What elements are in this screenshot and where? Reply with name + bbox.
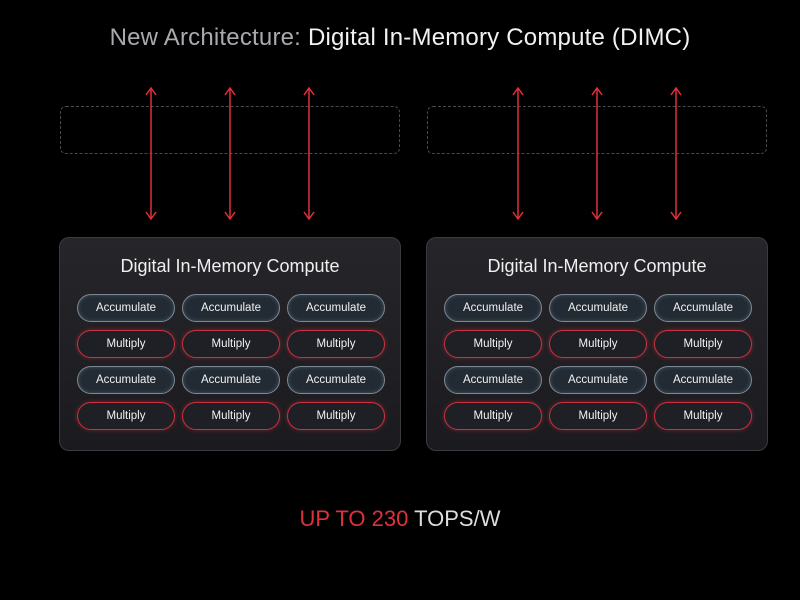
accumulate-cell: Accumulate (77, 366, 175, 394)
multiply-cell: Multiply (77, 330, 175, 358)
multiply-cell: Multiply (549, 330, 647, 358)
performance-label: UP TO 230 TOPS/W (0, 506, 800, 532)
unit-title: Digital In-Memory Compute (487, 256, 707, 276)
accumulate-cell: Accumulate (182, 366, 280, 394)
multiply-cell: Multiply (444, 402, 542, 430)
multiply-cell: Multiply (77, 402, 175, 430)
title-prefix: New Architecture: (109, 24, 302, 51)
multiply-cell: Multiply (549, 402, 647, 430)
performance-unit: TOPS/W (414, 506, 501, 531)
accumulate-cell: Accumulate (654, 294, 752, 322)
accumulate-cell: Accumulate (654, 366, 752, 394)
accumulate-cell: Accumulate (444, 366, 542, 394)
accumulate-cell: Accumulate (77, 294, 175, 322)
performance-highlight: UP TO 230 (299, 506, 409, 531)
accumulate-cell: Accumulate (549, 366, 647, 394)
accumulate-cell: Accumulate (182, 294, 280, 322)
accumulate-cell: Accumulate (549, 294, 647, 322)
page-title: New Architecture: Digital In-Memory Comp… (0, 24, 800, 52)
multiply-cell: Multiply (182, 402, 280, 430)
multiply-cell: Multiply (287, 402, 385, 430)
accumulate-cell: Accumulate (287, 294, 385, 322)
unit-title: Digital In-Memory Compute (120, 256, 340, 276)
multiply-cell: Multiply (287, 330, 385, 358)
memory-block-left (60, 106, 400, 154)
multiply-cell: Multiply (182, 330, 280, 358)
accumulate-cell: Accumulate (444, 294, 542, 322)
multiply-cell: Multiply (654, 330, 752, 358)
title-main: Digital In-Memory Compute (DIMC) (307, 24, 691, 51)
accumulate-cell: Accumulate (287, 366, 385, 394)
memory-block-right (427, 106, 767, 154)
multiply-cell: Multiply (654, 402, 752, 430)
multiply-cell: Multiply (444, 330, 542, 358)
